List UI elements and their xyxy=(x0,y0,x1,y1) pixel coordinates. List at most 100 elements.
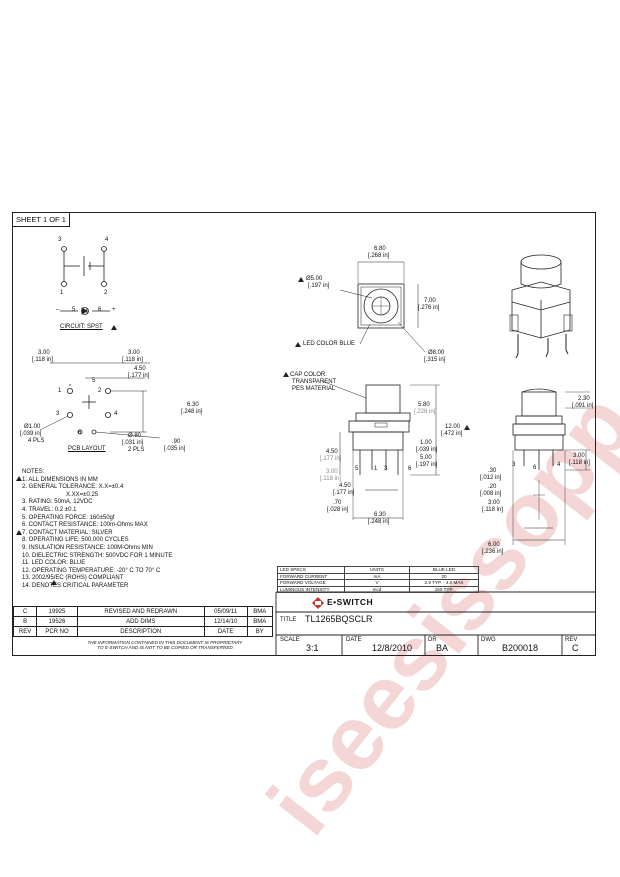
table-row: C 19925 REVISED AND REDRAWN 05/09/11 BMA xyxy=(12,606,274,617)
notes: NOTES: 1. ALL DIMENSIONS IN MM 2. GENERA… xyxy=(22,469,172,591)
note-line: 11. LED COLOR: BLUE xyxy=(22,560,86,567)
front-base-h-in: [.039 in] xyxy=(416,447,438,453)
top-body-in: [.315 in] xyxy=(424,357,446,363)
note-line: 5. OPERATING FORCE: 160±50gf xyxy=(22,514,115,521)
side-t2: .20 xyxy=(488,484,497,490)
date-cell: 12/14/10 xyxy=(203,616,248,627)
pcb-dim-left-in: [.118 in] xyxy=(32,357,53,363)
pcr-cell: 19526 xyxy=(36,616,78,627)
note-line: 10. DIELECTRIC STRENGTH: 500VDC FOR 1 MI… xyxy=(22,552,173,559)
note-line: 7. CONTACT MATERIAL: SILVER xyxy=(22,529,113,536)
front-pin-off-in: [.118 in] xyxy=(320,476,341,482)
front-base-h: 1.00 xyxy=(420,440,432,446)
top-led-color: LED COLOR BLUE xyxy=(303,341,356,347)
desc-header: DESCRIPTION xyxy=(76,626,205,637)
dwg-value: B200018 xyxy=(502,643,539,653)
drawn-value: BA xyxy=(436,643,449,653)
notes-title: NOTES: xyxy=(22,469,45,475)
by-cell: BMA xyxy=(246,616,274,627)
side-sp-in: [.118 in] xyxy=(482,507,503,513)
top-lens-in: [.197 in] xyxy=(308,283,330,289)
front-body-h-in: [.177 in] xyxy=(320,456,342,462)
pcb-pin-5: 5 xyxy=(92,378,96,384)
top-width: 6.80 xyxy=(374,246,386,252)
critical-markers xyxy=(16,277,470,585)
drawn-label: DR xyxy=(428,637,437,643)
front-total-h-in: [.472 in] xyxy=(441,431,463,437)
pcb-hole-small-qty: 2 PLS xyxy=(128,447,145,453)
pcb-hole-big-in: [.039 in] xyxy=(20,431,42,437)
rev-label: REV xyxy=(565,637,578,643)
side-view-drawing xyxy=(512,388,590,545)
iso-view-drawing xyxy=(509,254,573,359)
proprietary-line: THE INFORMATION CONTAINED IN THIS DOCUME… xyxy=(87,640,243,645)
note-line: 1. ALL DIMENSIONS IN MM xyxy=(22,476,98,483)
scale-label: SCALE xyxy=(280,637,300,643)
title-label: TITLE xyxy=(280,617,297,623)
top-depth: 7.00 xyxy=(424,298,436,304)
front-pin-len-in: [.197 in] xyxy=(416,462,438,468)
sheet-label: SHEET 1 OF 1 xyxy=(13,213,70,227)
circuit-pin-6: 6 xyxy=(98,307,102,313)
note-line: 2. GENERAL TOLERANCE: X.X=±0.4 xyxy=(22,484,124,491)
desc-cell: ADD DIMS xyxy=(76,616,205,627)
led-header: BLUE LED xyxy=(409,566,479,574)
pcb-layout-drawing xyxy=(39,362,161,439)
note-line: 6. CONTACT RESISTANCE: 100m-Ohms MAX xyxy=(22,522,148,529)
led-cell: LUMINOUS INTENSITY xyxy=(277,585,345,593)
note-line: 12. OPERATING TEMPERATURE: -20° C TO 70°… xyxy=(22,567,161,574)
note-line: X.XX=±0.25 xyxy=(66,491,99,498)
note-line: 13. 2002/95/EC (ROHS) COMPLIANT xyxy=(22,575,124,582)
pcb-pin-6: 6 xyxy=(78,430,82,436)
date-label: DATE xyxy=(346,637,362,643)
front-total-h: 12.00 xyxy=(445,424,461,430)
brand-name: E•SWITCH xyxy=(327,597,374,607)
date-cell: 05/09/11 xyxy=(203,606,248,617)
circuit-pin-2: 2 xyxy=(104,290,108,296)
side-t1: .30 xyxy=(488,468,497,474)
top-view-drawing xyxy=(339,261,426,353)
pcb-dim-offset-in: [.035 in] xyxy=(164,446,186,452)
pcb-dim-span-in: [.177 in] xyxy=(128,373,150,379)
pcb-dim-right-in: [.118 in] xyxy=(122,357,143,363)
date-header: DATE xyxy=(203,626,248,637)
led-cell: 150 TYP. xyxy=(409,585,479,593)
pcb-pin-1: 1 xyxy=(58,388,62,394)
top-lens: Ø5.00 xyxy=(306,276,323,282)
front-body-h: 4.50 xyxy=(326,449,338,455)
scale-value: 3:1 xyxy=(306,643,319,653)
led-spec-table: LED SPECS UNITS BLUE LED FORWARD CURRENT… xyxy=(277,566,479,593)
pcr-header: PCR NO xyxy=(36,626,78,637)
side-top-in: [.091 in] xyxy=(572,403,594,409)
pcb-hole-big-qty: 4 PLS xyxy=(28,438,45,444)
front-cap-h-in: [.228 in] xyxy=(414,409,436,415)
brand-logo-icon xyxy=(312,597,324,609)
table-row: LUMINOUS INTENSITY mcd 150 TYP. xyxy=(277,585,479,593)
cap-note-1: CAP COLOR: xyxy=(290,372,327,378)
led-cell: 20 xyxy=(409,572,479,580)
table-header-row: REV PCR NO DESCRIPTION DATE BY xyxy=(12,626,274,637)
part-title: TL1265BQSCLR xyxy=(305,614,373,624)
cap-note-3: PES MATERIAL xyxy=(292,386,336,392)
top-body: Ø8.00 xyxy=(428,350,445,356)
pcb-dim-left: 3.00 xyxy=(38,350,50,356)
pcb-dim-height: 6.30 xyxy=(187,402,199,408)
front-width-in: [.248 in] xyxy=(368,519,390,525)
side-width-in: [.236 in] xyxy=(482,549,504,555)
proprietary-note: THE INFORMATION CONTAINED IN THIS DOCUME… xyxy=(60,640,270,651)
circuit-pin-5: 5 xyxy=(72,307,76,313)
front-pin-w-in: [.028 in] xyxy=(327,507,349,513)
side-pin-6: 6 xyxy=(533,465,537,471)
top-depth-in: [.276 in] xyxy=(418,305,440,311)
revision-table: C 19925 REVISED AND REDRAWN 05/09/11 BMA… xyxy=(12,606,274,637)
pcb-dim-right: 3.00 xyxy=(128,350,140,356)
side-t2-in: [.008 in] xyxy=(480,491,502,497)
circuit-pin-1: 1 xyxy=(60,290,64,296)
front-pin-off: 3.00 xyxy=(326,469,338,475)
side-pin-4: 4 xyxy=(557,462,561,468)
led-cell: 2.9 TYP. - 4.0 MAX xyxy=(409,579,479,587)
front-pin-len: 5.00 xyxy=(420,455,432,461)
front-pin-w: .70 xyxy=(333,500,342,506)
note-line: 4. TRAVEL: 0.2 ±0.1 xyxy=(22,506,77,513)
note-line: 8. OPERATING LIFE: 500,000 CYCLES xyxy=(22,537,129,544)
